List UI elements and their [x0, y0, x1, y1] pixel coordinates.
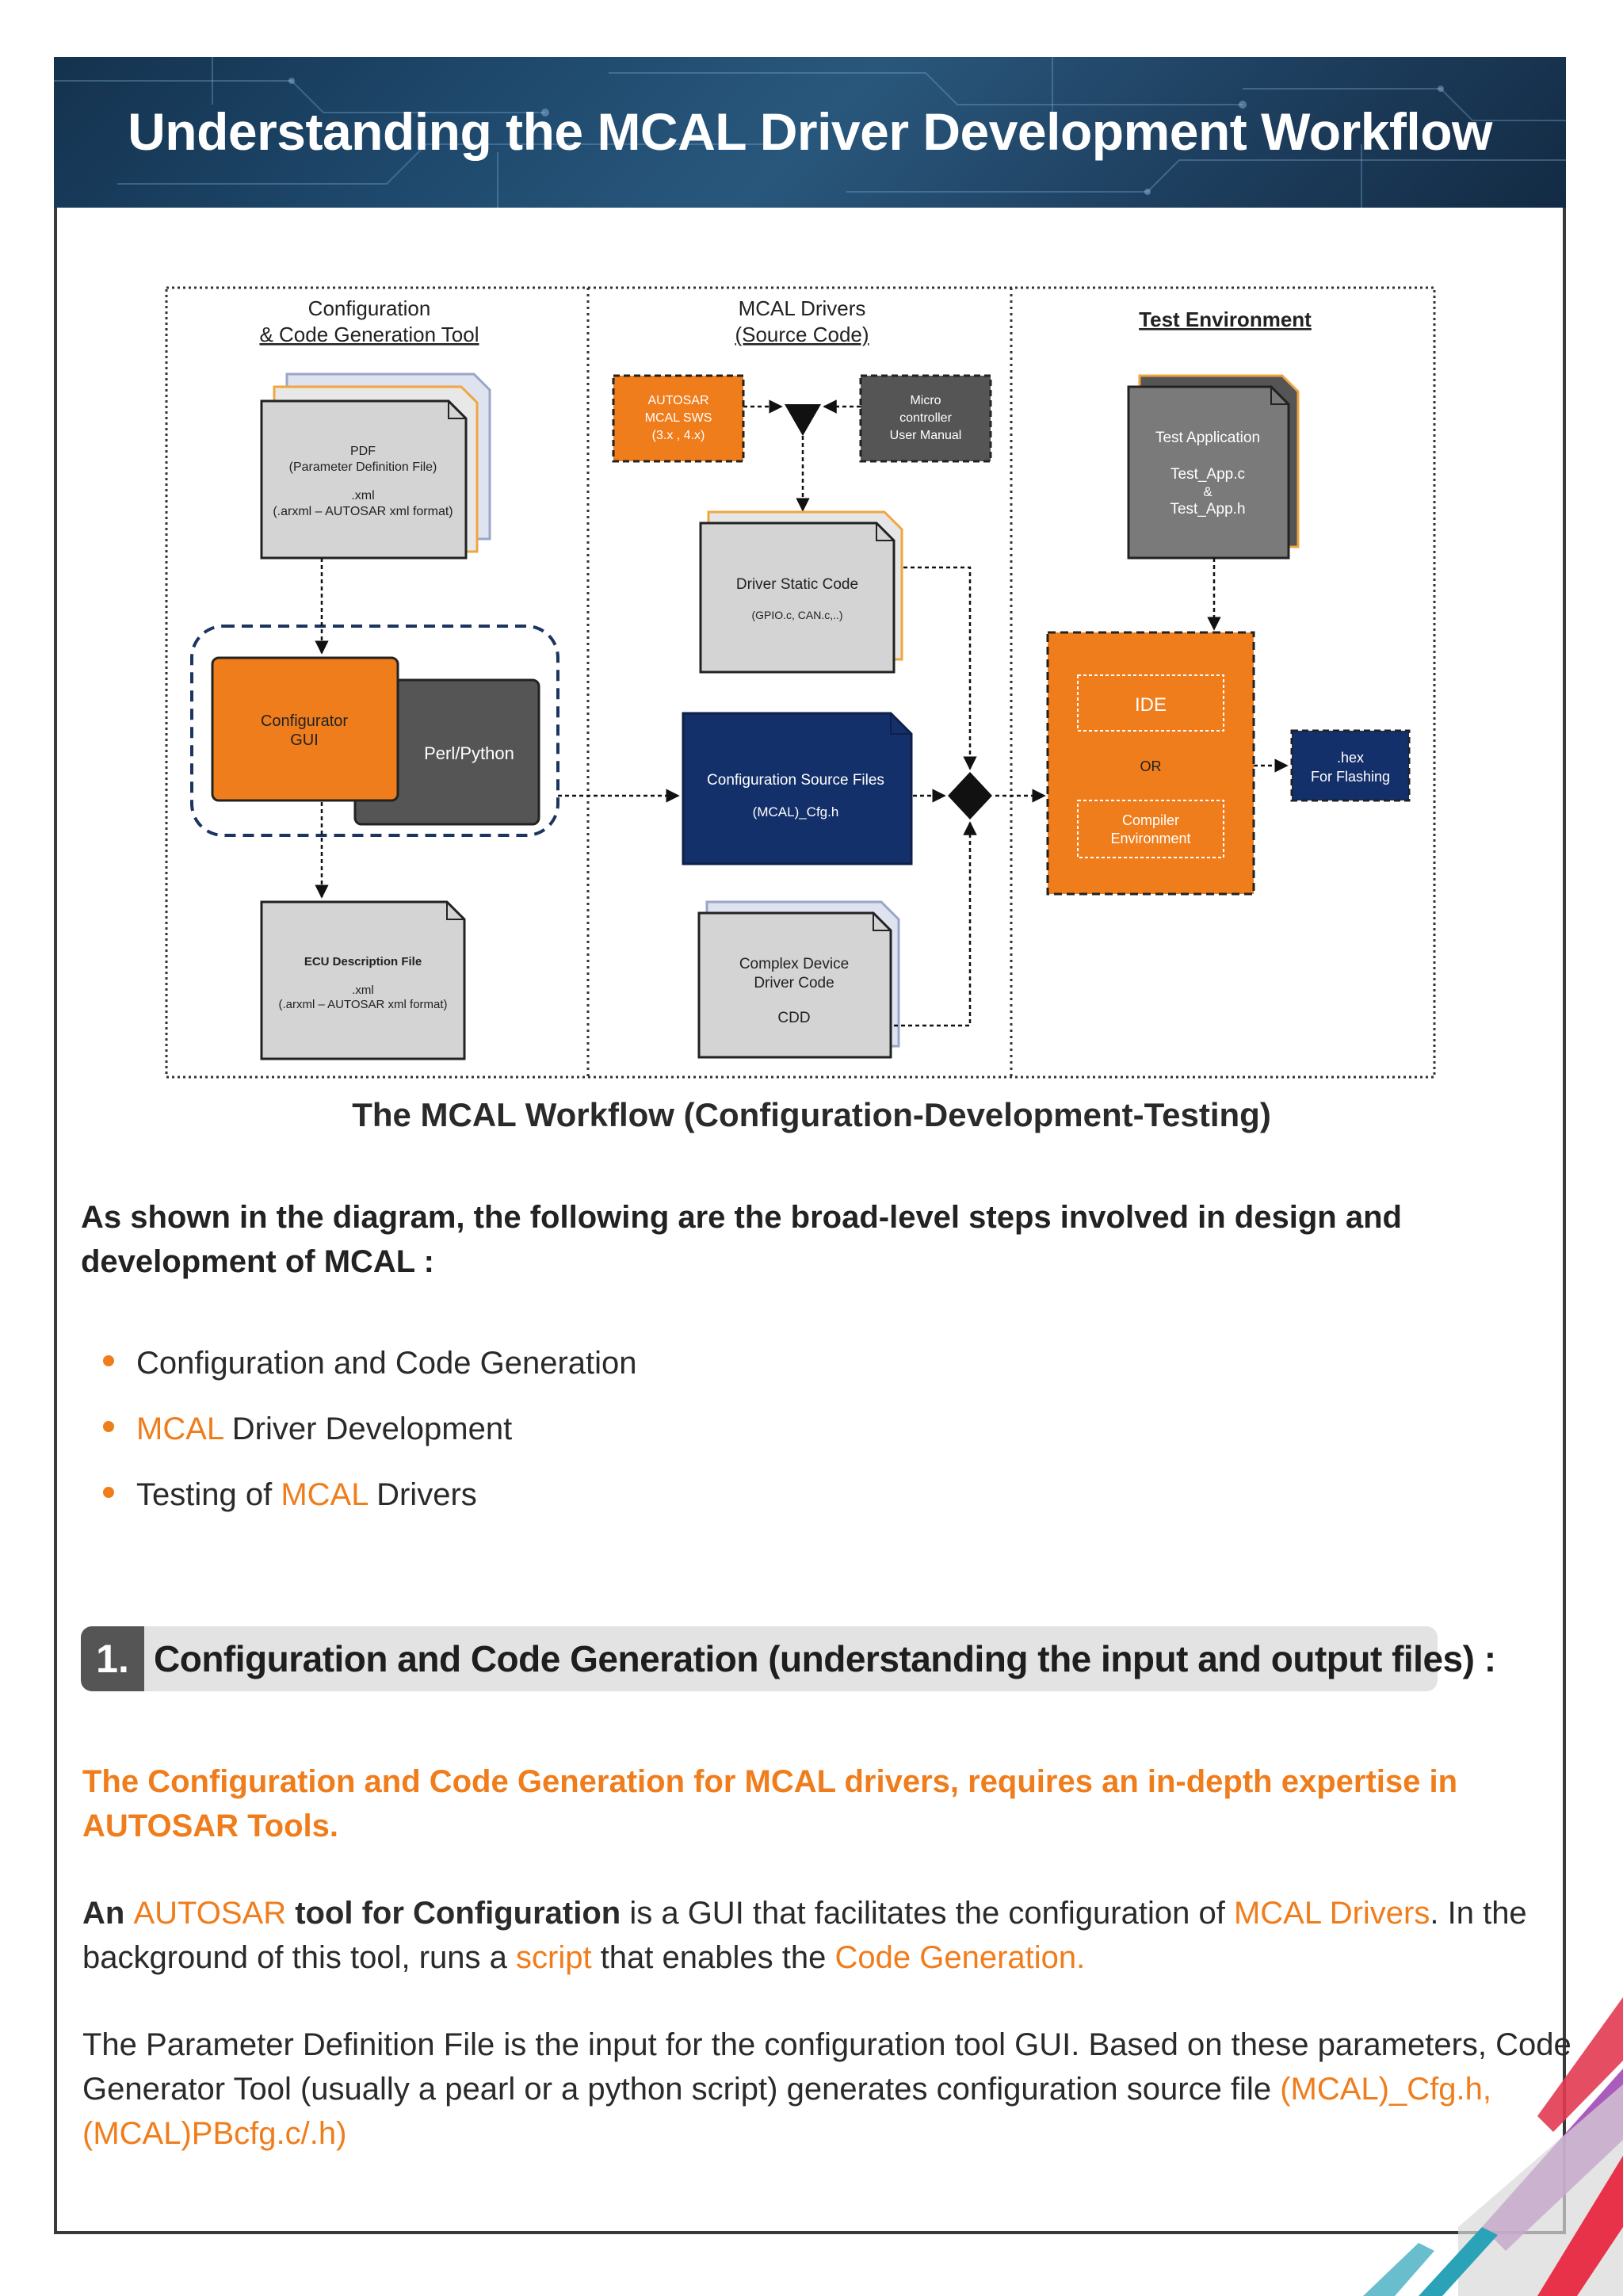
- autosar-label: (3.x , 4.x): [652, 429, 705, 442]
- steps-list: Configuration and Code Generation MCAL D…: [103, 1346, 637, 1543]
- ecu-label: ECU Description File: [304, 955, 422, 968]
- para-text: The Parameter Definition File is the inp…: [82, 2027, 1571, 2107]
- configurator-label: Configurator: [261, 712, 348, 730]
- lead-statement: The Configuration and Code Generation fo…: [82, 1764, 1458, 1843]
- cfgsrc-label: Configuration Source Files: [707, 772, 884, 789]
- pdf-label: PDF: [350, 445, 376, 458]
- configurator-gui-box: Configurator GUI: [211, 656, 399, 802]
- para-text: that enables the: [591, 1940, 835, 1975]
- static-label: Driver Static Code: [736, 576, 858, 593]
- highlight-text: MCAL: [281, 1477, 368, 1512]
- testapp-label: Test Application: [1155, 430, 1260, 446]
- highlight-text: Code Generation.: [834, 1940, 1086, 1975]
- configurator-label: GUI: [290, 732, 319, 749]
- page-title: Understanding the MCAL Driver Developmen…: [128, 102, 1492, 161]
- ide-label: IDE: [1135, 694, 1167, 716]
- bullet-text: Testing of: [136, 1477, 281, 1512]
- configuration-source-files-box: Configuration Source Files (MCAL)_Cfg.h: [682, 712, 913, 865]
- paragraph-parameter-definition: The Parameter Definition File is the inp…: [82, 2023, 1572, 2156]
- ecu-label: (.arxml – AUTOSAR xml format): [278, 998, 447, 1011]
- compiler-label: Compiler: [1122, 812, 1179, 828]
- testapp-label: Test_App.h: [1170, 501, 1245, 518]
- paragraph-autosar-tool: An AUTOSAR tool for Configuration is a G…: [82, 1891, 1572, 1980]
- driver-static-code-stack: Driver Static Code (GPIO.c, CAN.c,..): [699, 510, 903, 674]
- arrow: [894, 821, 977, 1027]
- hex-label: For Flashing: [1311, 769, 1390, 785]
- cdd-label: Complex Device: [739, 956, 849, 972]
- highlight-text: AUTOSAR: [133, 1896, 287, 1931]
- ide-compiler-box: IDE OR Compiler Environment: [1046, 631, 1255, 896]
- merge-triangle: [785, 404, 821, 436]
- col3-title: Test Environment: [1139, 308, 1312, 331]
- intro-paragraph: As shown in the diagram, the following a…: [81, 1200, 1402, 1279]
- hex-label: .hex: [1337, 750, 1364, 766]
- highlight-text: MCAL: [136, 1412, 223, 1446]
- arrow: [903, 566, 977, 770]
- section-heading-bar: [81, 1626, 1438, 1691]
- diagram-border: [165, 286, 1436, 1079]
- configurator-group: [190, 625, 559, 837]
- col1-title-line1: Configuration: [308, 296, 431, 320]
- pdf-label: (.arxml – AUTOSAR xml format): [273, 505, 453, 518]
- static-label: (GPIO.c, CAN.c,..): [751, 609, 842, 621]
- cdd-label: Driver Code: [754, 975, 834, 991]
- testapp-label: Test_App.c: [1170, 466, 1245, 483]
- highlight-text: MCAL Drivers: [1233, 1896, 1430, 1931]
- pdf-document-stack: PDF (Parameter Definition File) .xml (.a…: [260, 372, 491, 560]
- para-text: tool for Configuration: [286, 1896, 621, 1931]
- compiler-label: Environment: [1110, 831, 1190, 846]
- list-item: Configuration and Code Generation: [103, 1346, 637, 1412]
- ecu-description-file: ECU Description File .xml (.arxml – AUTO…: [260, 900, 466, 1060]
- complex-device-driver-stack: Complex Device Driver Code CDD: [697, 900, 900, 1059]
- para-text: An: [82, 1896, 134, 1931]
- cdd-label: CDD: [777, 1010, 810, 1026]
- list-item: Testing of MCAL Drivers: [103, 1477, 637, 1543]
- section-number: 1.: [81, 1626, 144, 1691]
- perl-python-label: Perl/Python: [424, 743, 514, 763]
- section-title: Configuration and Code Generation (under…: [154, 1638, 1496, 1679]
- para-text: is a GUI that facilitates the configurat…: [621, 1896, 1234, 1931]
- para-text: . In the background of this tool, runs a: [82, 1896, 1527, 1975]
- col2-title-line2: (Source Code): [735, 323, 869, 346]
- ecu-label: .xml: [352, 984, 374, 997]
- test-application-stack: Test Application Test_App.c & Test_App.h: [1127, 374, 1300, 560]
- autosar-label: MCAL SWS: [645, 411, 712, 425]
- header-banner: Understanding the MCAL Driver Developmen…: [54, 57, 1566, 208]
- hex-for-flashing-box: .hex For Flashing: [1290, 729, 1411, 802]
- diagram-caption: The MCAL Workflow (Configuration-Develop…: [352, 1096, 1271, 1133]
- micro-label: Micro: [910, 394, 941, 407]
- bullet-text: Driver Development: [223, 1412, 513, 1446]
- testapp-label: &: [1203, 484, 1212, 499]
- pdf-label: (Parameter Definition File): [289, 460, 437, 474]
- autosar-mcal-sws-box: AUTOSAR MCAL SWS (3.x , 4.x): [612, 374, 745, 463]
- highlight-text: (MCAL)_Cfg.h, (MCAL)PBcfg.c/.h): [82, 2072, 1491, 2151]
- perl-python-box: Perl/Python: [353, 678, 540, 826]
- col1-title-line2: & Code Generation Tool: [259, 323, 479, 346]
- or-label: OR: [1140, 758, 1162, 774]
- corner-decoration: [1363, 1997, 1623, 2296]
- autosar-label: AUTOSAR: [647, 394, 708, 407]
- cfgsrc-label: (MCAL)_Cfg.h: [753, 804, 839, 819]
- col2-title-line1: MCAL Drivers: [739, 296, 866, 320]
- micro-label: User Manual: [890, 429, 962, 442]
- micro-label: controller: [899, 411, 952, 425]
- junction-diamond: [948, 772, 992, 819]
- mcal-workflow-diagram: Configuration & Code Generation Tool MCA…: [165, 286, 1436, 1079]
- bullet-text: Drivers: [367, 1477, 477, 1512]
- highlight-text: script: [516, 1940, 592, 1975]
- list-item: MCAL Driver Development: [103, 1412, 637, 1477]
- circuit-pattern: [54, 57, 1566, 208]
- bullet-text: Configuration and Code Generation: [136, 1346, 637, 1381]
- pdf-label: .xml: [351, 489, 374, 502]
- microcontroller-manual-box: Micro controller User Manual: [859, 374, 992, 463]
